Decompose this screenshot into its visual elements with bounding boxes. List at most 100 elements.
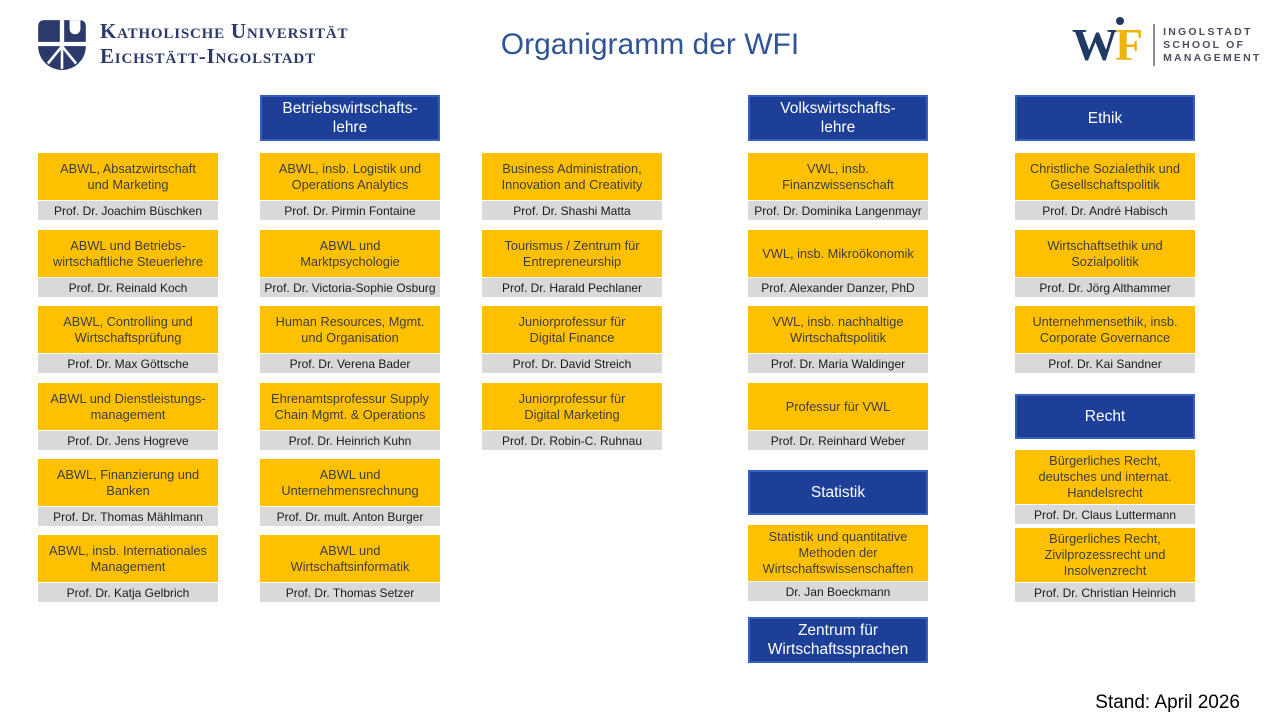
chair-title: VWL, insb. nachhaltige Wirtschaftspoliti… [748, 306, 928, 353]
section-header-recht: Recht [1015, 394, 1195, 439]
chair-professor: Prof. Dr. Claus Luttermann [1015, 505, 1195, 524]
org-unit: Wirtschaftsethik und Sozialpolitik Prof.… [1015, 230, 1195, 297]
chair-title: Human Resources, Mgmt. und Organisation [260, 306, 440, 353]
chair-title: Wirtschaftsethik und Sozialpolitik [1015, 230, 1195, 277]
chair-professor: Prof. Dr. Jörg Althammer [1015, 278, 1195, 297]
org-unit: VWL, insb. Finanzwissenschaft Prof. Dr. … [748, 153, 928, 220]
org-unit: ABWL und Unternehmensrechnung Prof. Dr. … [260, 459, 440, 526]
org-unit: VWL, insb. nachhaltige Wirtschaftspoliti… [748, 306, 928, 373]
org-unit: Professur für VWL Prof. Dr. Reinhard Web… [748, 383, 928, 450]
chair-professor: Prof. Alexander Danzer, PhD [748, 278, 928, 297]
chair-professor: Prof. Dr. Reinald Koch [38, 278, 218, 297]
chair-title: Juniorprofessur für Digital Marketing [482, 383, 662, 430]
chair-title: Bürgerliches Recht, deutsches und intern… [1015, 450, 1195, 504]
chair-title: ABWL und Wirtschaftsinformatik [260, 535, 440, 582]
chair-professor: Prof. Dr. Thomas Setzer [260, 583, 440, 602]
chair-professor: Prof. Dr. Jens Hogreve [38, 431, 218, 450]
wfi-logo-divider [1153, 24, 1156, 66]
wfi-logo-text: INGOLSTADT SCHOOL OF MANAGEMENT [1163, 26, 1261, 65]
org-unit: Tourismus / Zentrum für Entrepreneurship… [482, 230, 662, 297]
org-unit: ABWL und Dienstleistungs- management Pro… [38, 383, 218, 450]
section-header-ethik: Ethik [1015, 95, 1195, 141]
chair-professor: Prof. Dr. David Streich [482, 354, 662, 373]
chair-professor: Prof. Dr. Thomas Mählmann [38, 507, 218, 526]
chair-title: Professur für VWL [748, 383, 928, 430]
org-unit: ABWL, insb. Internationales Management P… [38, 535, 218, 602]
ku-emblem-icon [38, 20, 86, 70]
chair-professor: Prof. Dr. mult. Anton Burger [260, 507, 440, 526]
wfi-logo: W F INGOLSTADT SCHOOL OF MANAGEMENT [1072, 17, 1262, 70]
chair-professor: Prof. Dr. Victoria-Sophie Osburg [260, 278, 440, 297]
chair-professor: Prof. Dr. Pirmin Fontaine [260, 201, 440, 220]
chair-title: VWL, insb. Finanzwissenschaft [748, 153, 928, 200]
ku-logo-line2: Eichstätt-Ingolstadt [100, 44, 316, 68]
page-title: Organigramm der WFI [500, 28, 800, 61]
chair-title: Business Administration, Innovation and … [482, 153, 662, 200]
section-header-betriebswirtschaftslehre: Betriebswirtschafts- lehre [260, 95, 440, 141]
org-unit: ABWL und Wirtschaftsinformatik Prof. Dr.… [260, 535, 440, 602]
chair-professor: Prof. Dr. Katja Gelbrich [38, 583, 218, 602]
chair-professor: Prof. Dr. Max Göttsche [38, 354, 218, 373]
chair-title: Unternehmensethik, insb. Corporate Gover… [1015, 306, 1195, 353]
chair-title: Juniorprofessur für Digital Finance [482, 306, 662, 353]
org-unit: ABWL und Marktpsychologie Prof. Dr. Vict… [260, 230, 440, 297]
chair-title: ABWL und Marktpsychologie [260, 230, 440, 277]
wfi-logo-f: F [1115, 19, 1144, 70]
chair-professor: Prof. Dr. Robin-C. Ruhnau [482, 431, 662, 450]
chair-professor: Prof. Dr. Harald Pechlaner [482, 278, 662, 297]
org-unit: Juniorprofessur für Digital Marketing Pr… [482, 383, 662, 450]
chair-professor: Prof. Dr. Maria Waldinger [748, 354, 928, 373]
org-unit: ABWL, Absatzwirtschaft und Marketing Pro… [38, 153, 218, 220]
chair-professor: Prof. Dr. Dominika Langenmayr [748, 201, 928, 220]
chair-professor: Prof. Dr. André Habisch [1015, 201, 1195, 220]
chair-title: Tourismus / Zentrum für Entrepreneurship [482, 230, 662, 277]
wfi-logo-w: W [1072, 19, 1118, 70]
chair-title: ABWL, Controlling und Wirtschaftsprüfung [38, 306, 218, 353]
chair-title: Ehrenamtsprofessur Supply Chain Mgmt. & … [260, 383, 440, 430]
chair-title: ABWL, Finanzierung und Banken [38, 459, 218, 506]
chair-professor: Prof. Dr. Heinrich Kuhn [260, 431, 440, 450]
chair-title: ABWL und Unternehmensrechnung [260, 459, 440, 506]
chair-title: VWL, insb. Mikroökonomik [748, 230, 928, 277]
section-header-zentrum-wirtschaftssprachen: Zentrum für Wirtschaftssprachen [748, 617, 928, 663]
org-unit: Christliche Sozialethik und Gesellschaft… [1015, 153, 1195, 220]
org-unit: Business Administration, Innovation and … [482, 153, 662, 220]
org-unit: Unternehmensethik, insb. Corporate Gover… [1015, 306, 1195, 373]
section-header-volkswirtschaftslehre: Volkswirtschafts- lehre [748, 95, 928, 141]
wfi-logo-dot-icon [1116, 17, 1124, 25]
status-date-label: Stand: April 2026 [1095, 692, 1240, 713]
ku-logo-line1: Katholische Universität [100, 19, 349, 43]
chair-title: Bürgerliches Recht, Zivilprozessrecht un… [1015, 528, 1195, 582]
chair-professor: Prof. Dr. Kai Sandner [1015, 354, 1195, 373]
org-unit: ABWL, Controlling und Wirtschaftsprüfung… [38, 306, 218, 373]
ku-logo-text: Katholische Universität Eichstätt-Ingols… [100, 19, 348, 69]
org-unit: VWL, insb. Mikroökonomik Prof. Alexander… [748, 230, 928, 297]
org-unit: ABWL, Finanzierung und Banken Prof. Dr. … [38, 459, 218, 526]
chair-professor: Dr. Jan Boeckmann [748, 582, 928, 601]
org-unit: ABWL, insb. Logistik und Operations Anal… [260, 153, 440, 220]
chair-title: ABWL, Absatzwirtschaft und Marketing [38, 153, 218, 200]
org-unit: ABWL und Betriebs- wirtschaftliche Steue… [38, 230, 218, 297]
chair-title: ABWL und Dienstleistungs- management [38, 383, 218, 430]
org-unit: Bürgerliches Recht, deutsches und intern… [1015, 450, 1195, 524]
org-unit: Bürgerliches Recht, Zivilprozessrecht un… [1015, 528, 1195, 602]
chair-title: ABWL, insb. Logistik und Operations Anal… [260, 153, 440, 200]
chair-title: Christliche Sozialethik und Gesellschaft… [1015, 153, 1195, 200]
wfi-logo-line1: INGOLSTADT [1163, 25, 1253, 38]
chair-professor: Prof. Dr. Shashi Matta [482, 201, 662, 220]
wfi-logo-line3: MANAGEMENT [1163, 51, 1262, 64]
chair-professor: Prof. Dr. Verena Bader [260, 354, 440, 373]
org-unit: Ehrenamtsprofessur Supply Chain Mgmt. & … [260, 383, 440, 450]
chair-title: ABWL und Betriebs- wirtschaftliche Steue… [38, 230, 218, 277]
chair-professor: Prof. Dr. Reinhard Weber [748, 431, 928, 450]
org-unit: Statistik und quantitative Methoden der … [748, 525, 928, 601]
chair-title: Statistik und quantitative Methoden der … [748, 525, 928, 581]
org-unit: Human Resources, Mgmt. und Organisation … [260, 306, 440, 373]
chair-professor: Prof. Dr. Christian Heinrich [1015, 583, 1195, 602]
chair-professor: Prof. Dr. Joachim Büschken [38, 201, 218, 220]
org-unit: Juniorprofessur für Digital Finance Prof… [482, 306, 662, 373]
ku-logo: Katholische Universität Eichstätt-Ingols… [36, 18, 348, 70]
wfi-logo-letters: W F [1072, 17, 1144, 70]
wfi-logo-line2: SCHOOL OF [1163, 38, 1246, 51]
